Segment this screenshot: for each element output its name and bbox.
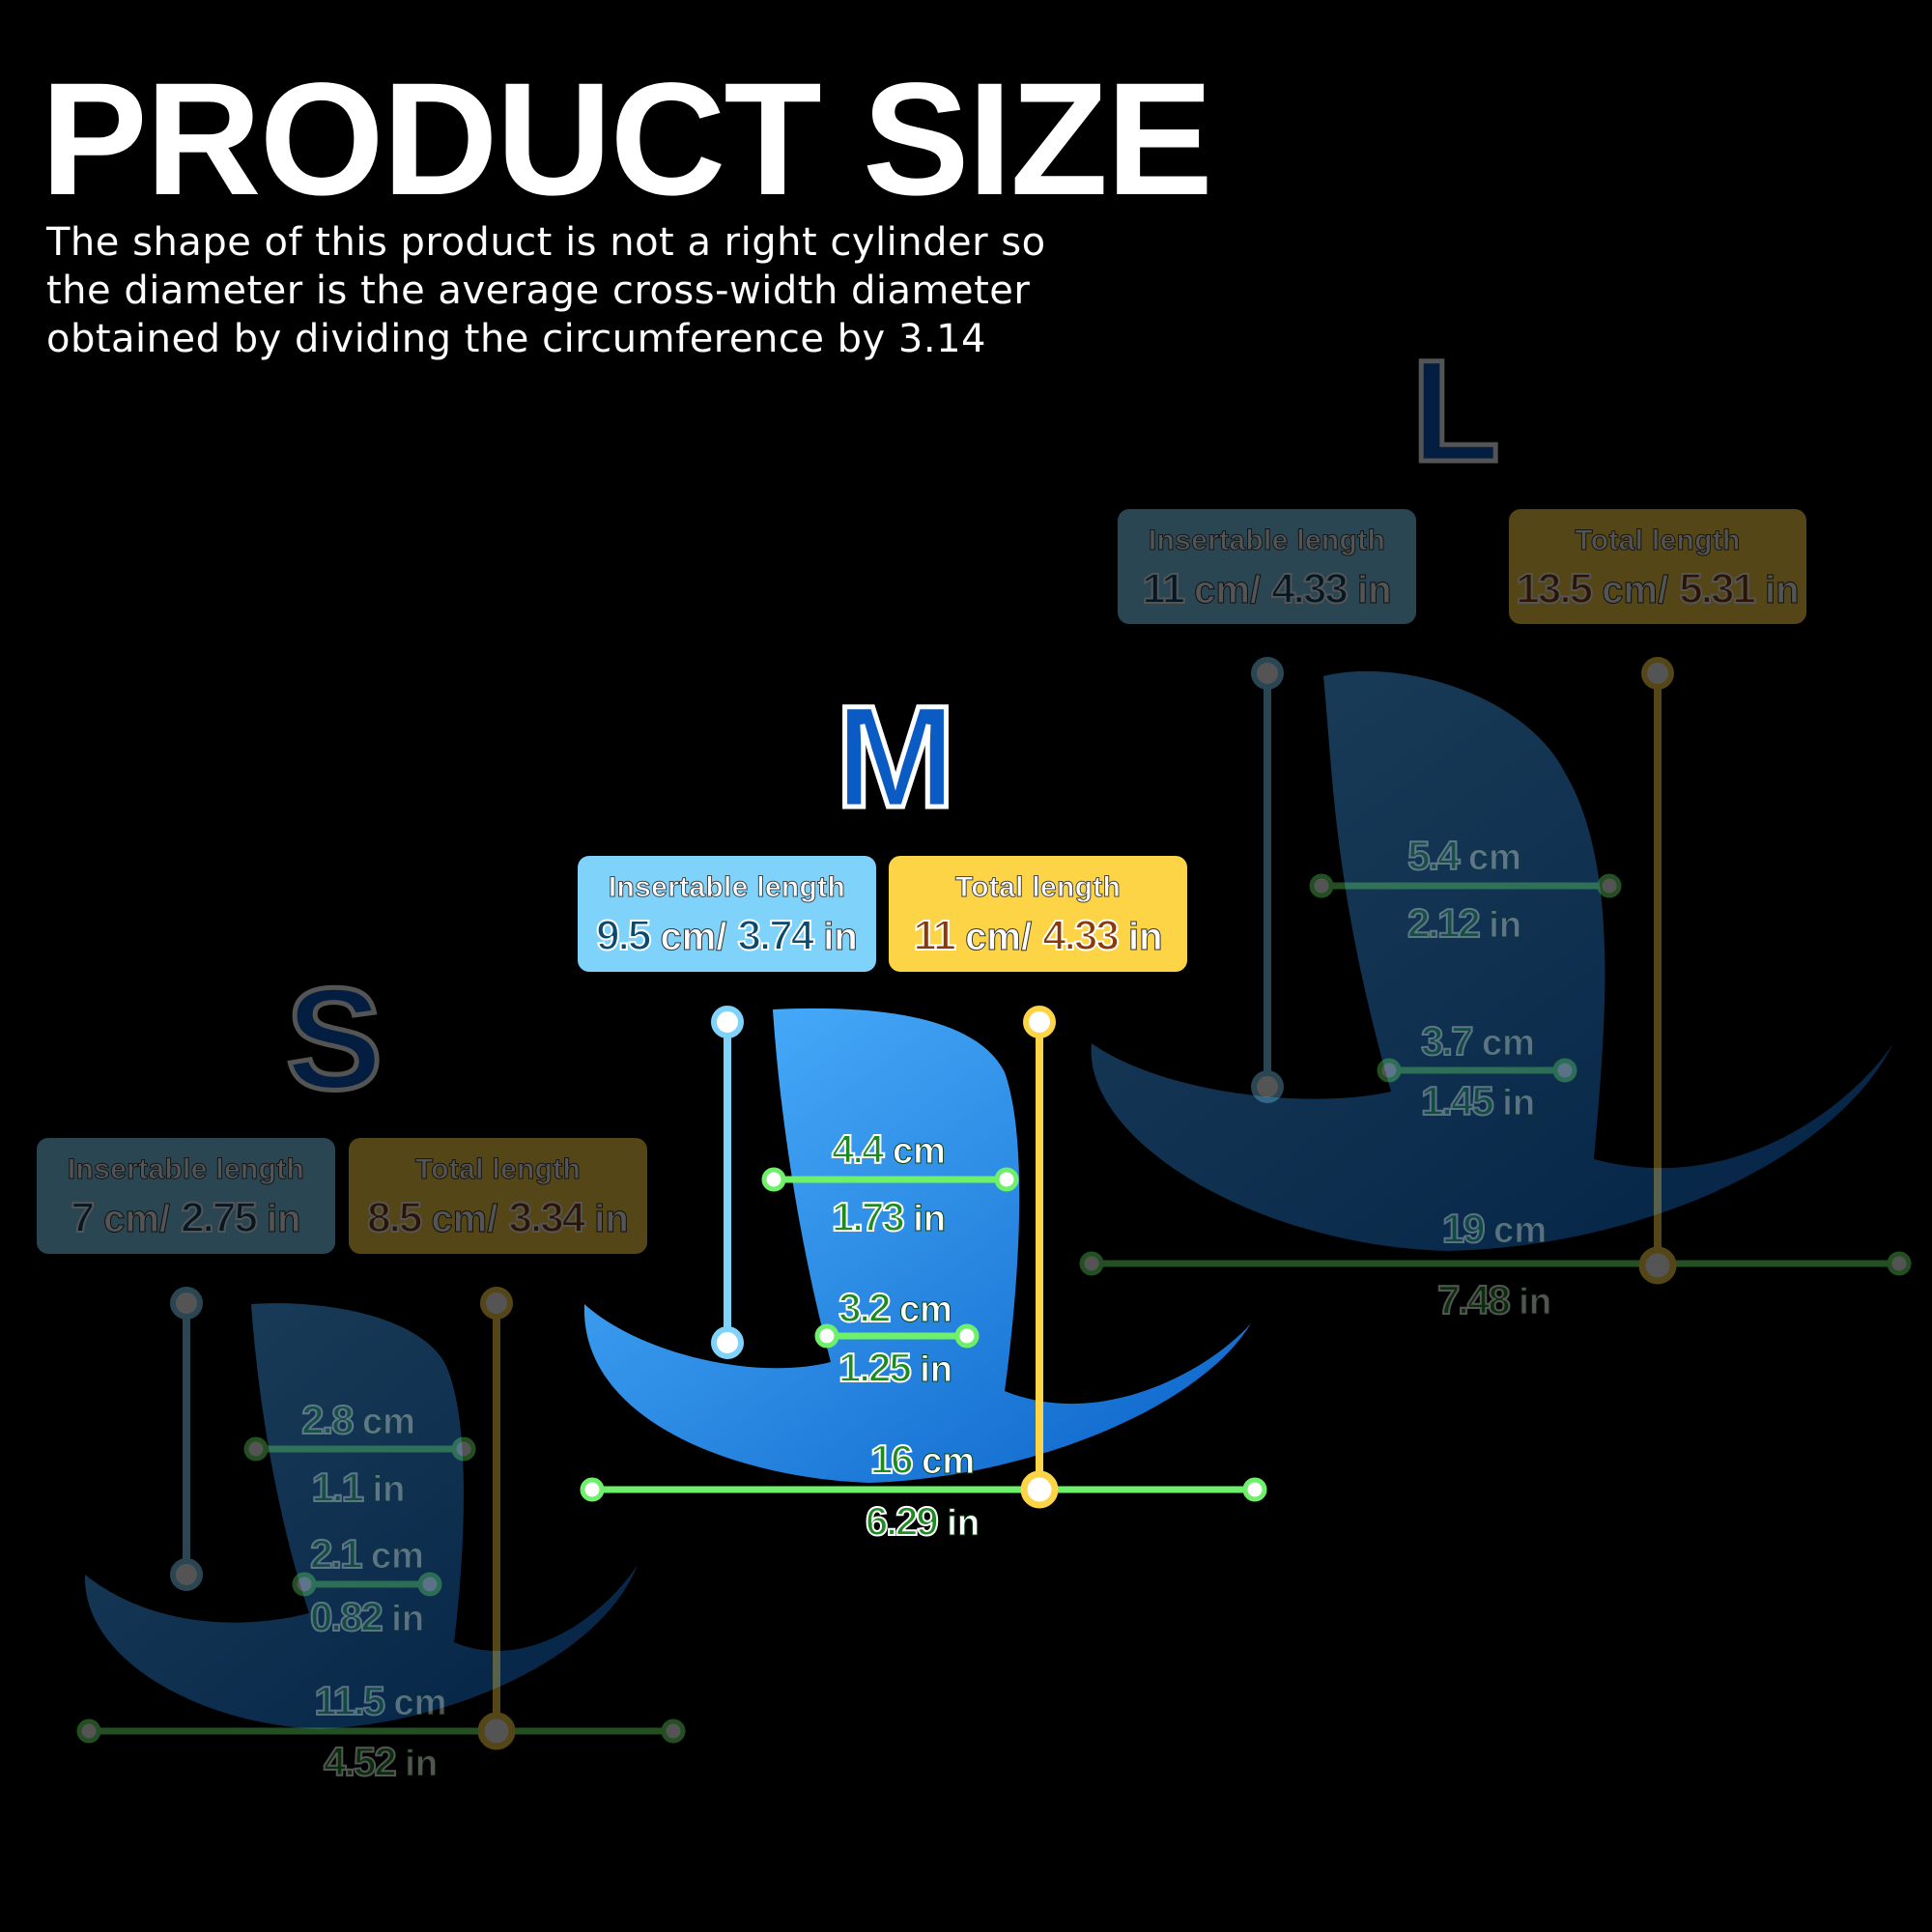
total-length-box-s: Total length 8.5 cm/ 3.34 in [349, 1138, 647, 1254]
label: Insertable length [67, 1153, 305, 1186]
diameter-1-cm-m: 4.4 cm [831, 1125, 946, 1173]
label: Insertable length [1148, 525, 1386, 557]
diameter-1-in-s: 1.1 in [311, 1463, 406, 1511]
width-cm-l: 19 cm [1441, 1205, 1548, 1252]
width-cm-s: 11.5 cm [314, 1677, 447, 1724]
unit: cm/ [1602, 569, 1669, 612]
unit: in [1765, 569, 1801, 612]
diameter-2-cm-l: 3.7 cm [1420, 1017, 1535, 1065]
product-image-l [1091, 670, 1893, 1251]
width-in-m: 6.29 in [865, 1497, 980, 1545]
size-letter-s: S [283, 957, 384, 1120]
value-cm: 7 [70, 1193, 96, 1242]
subtitle-line: obtained by dividing the circumference b… [46, 317, 986, 361]
value-in: 5.31 [1678, 564, 1757, 613]
unit: in [594, 1198, 630, 1241]
total-length-box-l: Total length 13.5 cm/ 5.31 in [1509, 509, 1806, 624]
diameter-1-in-l: 2.12 in [1406, 899, 1522, 947]
subtitle: The shape of this product is not a right… [46, 218, 1046, 363]
label: Total length [1575, 525, 1741, 557]
diameter-2-in-s: 0.82 in [309, 1593, 425, 1640]
value-in: 3.34 [508, 1193, 587, 1242]
value-cm: 11 [1141, 564, 1185, 613]
diameter-1-cm-l: 5.4 cm [1406, 832, 1521, 879]
unit: in [266, 1198, 301, 1241]
value-cm: 11 [912, 911, 956, 960]
product-image-s [84, 1303, 639, 1729]
diameter-1-cm-s: 2.8 cm [300, 1396, 415, 1443]
label: Total length [414, 1153, 582, 1186]
unit: in [1356, 569, 1392, 612]
value-in: 4.33 [1270, 564, 1350, 613]
insertable-length-box-m: Insertable length 9.5 cm/ 3.74 in [578, 856, 876, 972]
subtitle-line: The shape of this product is not a right… [46, 220, 1046, 265]
measure-lines-s [76, 1287, 686, 1750]
width-in-l: 7.48 in [1436, 1276, 1552, 1323]
size-letter-l: L [1409, 329, 1503, 492]
value-cm: 13.5 [1515, 564, 1594, 613]
total-length-box-m: Total length 11 cm/ 4.33 in [889, 856, 1187, 972]
diameter-2-in-l: 1.45 in [1420, 1077, 1536, 1124]
label: Total length [954, 871, 1122, 904]
subtitle-line: the diameter is the average cross-width … [46, 269, 1031, 313]
unit: cm/ [965, 916, 1033, 959]
unit: cm/ [103, 1198, 171, 1241]
width-cm-m: 16 cm [869, 1435, 976, 1483]
label: Insertable length [608, 871, 846, 904]
unit: in [1127, 916, 1163, 959]
product-image-m [583, 1008, 1251, 1483]
value-in: 3.74 [737, 911, 816, 960]
value-in: 4.33 [1041, 911, 1121, 960]
diameter-2-cm-m: 3.2 cm [838, 1284, 952, 1331]
diameter-2-in-m: 1.25 in [838, 1344, 953, 1391]
unit: cm/ [431, 1198, 498, 1241]
measure-lines-l [1079, 657, 1912, 1285]
diameter-1-in-m: 1.73 in [831, 1193, 947, 1240]
insertable-length-box-s: Insertable length 7 cm/ 2.75 in [37, 1138, 335, 1254]
value-cm: 8.5 [366, 1193, 423, 1242]
value-cm: 9.5 [595, 911, 652, 960]
size-letter-m: M [833, 675, 958, 838]
unit: cm/ [1194, 569, 1262, 612]
value-in: 2.75 [180, 1193, 259, 1242]
insertable-length-box-l: Insertable length 11 cm/ 4.33 in [1118, 509, 1416, 624]
measure-lines-m [580, 1006, 1267, 1509]
unit: cm/ [660, 916, 727, 959]
unit: in [823, 916, 859, 959]
diameter-2-cm-s: 2.1 cm [309, 1530, 424, 1577]
width-in-s: 4.52 in [323, 1738, 439, 1785]
page-title: PRODUCT SIZE [41, 50, 1213, 229]
